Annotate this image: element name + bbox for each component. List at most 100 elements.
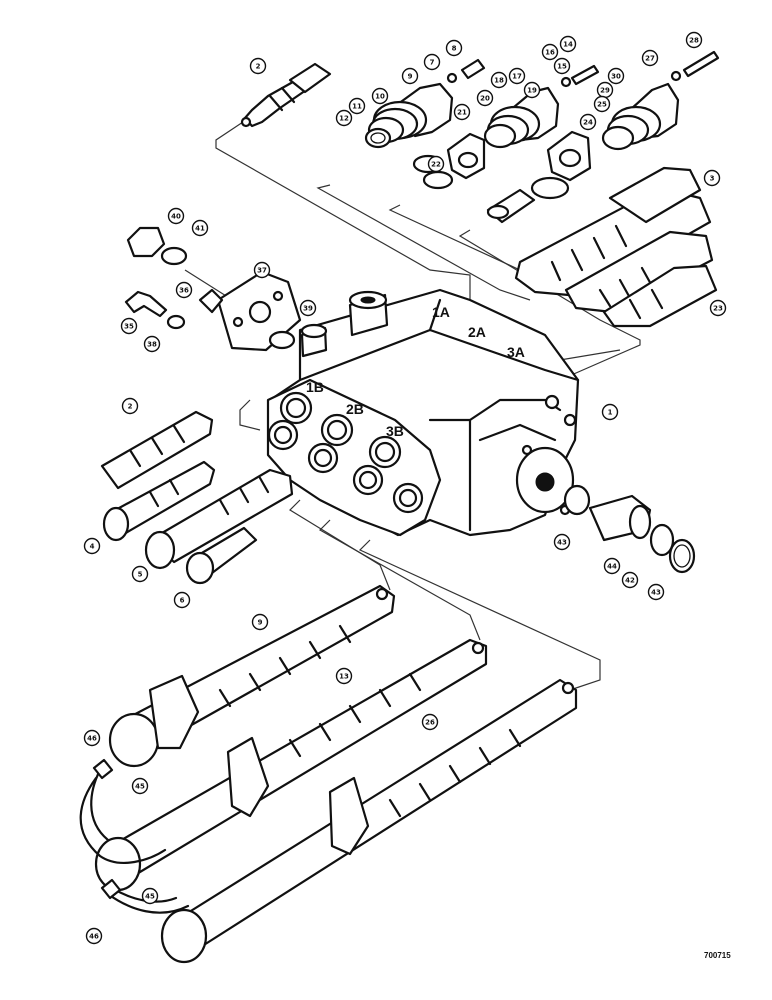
callout-number: 16 (545, 49, 555, 57)
callout-circle (445, 39, 463, 57)
part-callout: 42 (621, 571, 639, 589)
callout-number: 10 (375, 93, 385, 101)
callout-circle (553, 533, 571, 551)
callout-number: 28 (689, 37, 699, 45)
callout-circle (371, 87, 389, 105)
part-callout: 18 (490, 71, 508, 89)
callout-number: 14 (563, 41, 573, 49)
port-labels: 1A 2A 3A 1B 2B 3B (306, 304, 525, 439)
part-callout: 9 (251, 613, 269, 631)
callout-circle (83, 537, 101, 555)
callout-circle (490, 71, 508, 89)
callout-circle (453, 103, 471, 121)
callout-number: 9 (258, 619, 263, 627)
callout-circle (559, 35, 577, 53)
callout-number: 46 (89, 933, 99, 941)
callout-circle (476, 89, 494, 107)
part-callout: 23 (709, 299, 727, 317)
callout-number: 15 (557, 63, 567, 71)
callout-number: 45 (145, 893, 155, 901)
part-callout: 38 (143, 335, 161, 353)
part-callout: 46 (83, 729, 101, 747)
callout-circle (401, 67, 419, 85)
right-spools (514, 166, 718, 328)
callout-number: 38 (147, 341, 157, 349)
callout-number: 9 (408, 73, 413, 81)
callout-circle (603, 557, 621, 575)
part-callout: 3 (703, 169, 721, 187)
callout-number: 36 (179, 287, 189, 295)
callout-circle (685, 31, 703, 49)
callout-number: 5 (138, 571, 143, 579)
callout-circle (647, 583, 665, 601)
part-callout: 19 (523, 81, 541, 99)
left-top-parts (124, 226, 302, 352)
port-label: 3A (507, 344, 525, 360)
part-callout: 10 (371, 87, 389, 105)
callout-number: 4 (90, 543, 95, 551)
part-callout: 37 (253, 261, 271, 279)
callout-number: 26 (425, 719, 435, 727)
part-callout: 14 (559, 35, 577, 53)
callout-number: 42 (625, 577, 635, 585)
part-callout: 26 (421, 713, 439, 731)
callout-number: 25 (597, 101, 607, 109)
part-callout: 36 (175, 281, 193, 299)
part-callout: 24 (579, 113, 597, 131)
part-callout: 30 (607, 67, 625, 85)
part-callout: 41 (191, 219, 209, 237)
callout-number: 6 (180, 597, 185, 605)
callout-number: 1 (608, 409, 613, 417)
callout-circle (335, 109, 353, 127)
part-callout: 13 (335, 667, 353, 685)
top-mid-seal-stack (422, 86, 560, 190)
port-label: 1B (306, 379, 324, 395)
solenoid-spool-13 (94, 638, 488, 892)
part-callout: 29 (596, 81, 614, 99)
callout-circle (421, 713, 439, 731)
callout-number: 43 (557, 539, 567, 547)
port-label: 3B (386, 423, 404, 439)
part-callout: 7 (423, 53, 441, 71)
callout-circle (143, 335, 161, 353)
callout-number: 21 (457, 109, 467, 117)
callout-circle (173, 591, 191, 609)
callout-circle (641, 49, 659, 67)
callout-number: 23 (713, 305, 723, 313)
callout-circle (709, 299, 727, 317)
callout-number: 39 (303, 305, 313, 313)
callout-number: 24 (583, 119, 593, 127)
callout-circle (167, 207, 185, 225)
callout-circle (335, 667, 353, 685)
callout-number: 27 (645, 55, 655, 63)
part-callout: 11 (348, 97, 366, 115)
callout-number: 2 (128, 403, 133, 411)
callout-circle (703, 169, 721, 187)
callout-circle (121, 397, 139, 415)
callout-number: 2 (256, 63, 261, 71)
part-callout: 12 (335, 109, 353, 127)
callout-circle (191, 219, 209, 237)
part-callout: 39 (299, 299, 317, 317)
part-callout: 43 (647, 583, 665, 601)
callout-number: 7 (430, 59, 435, 67)
callout-circle (523, 81, 541, 99)
callout-number: 18 (494, 77, 504, 85)
top-bolts (446, 50, 720, 88)
part-callout: 2 (121, 397, 139, 415)
part-callout: 1 (601, 403, 619, 421)
part-callout: 45 (141, 887, 159, 905)
port-label: 1A (432, 304, 450, 320)
callout-number: 29 (600, 87, 610, 95)
callout-number: 17 (512, 73, 522, 81)
callout-circle (141, 887, 159, 905)
callout-number: 41 (195, 225, 205, 233)
part-callout: 20 (476, 89, 494, 107)
part-callout: 5 (131, 565, 149, 583)
part-callout: 15 (553, 57, 571, 75)
callout-circle (131, 565, 149, 583)
callout-circle (83, 729, 101, 747)
top-relief-valve (240, 62, 332, 128)
